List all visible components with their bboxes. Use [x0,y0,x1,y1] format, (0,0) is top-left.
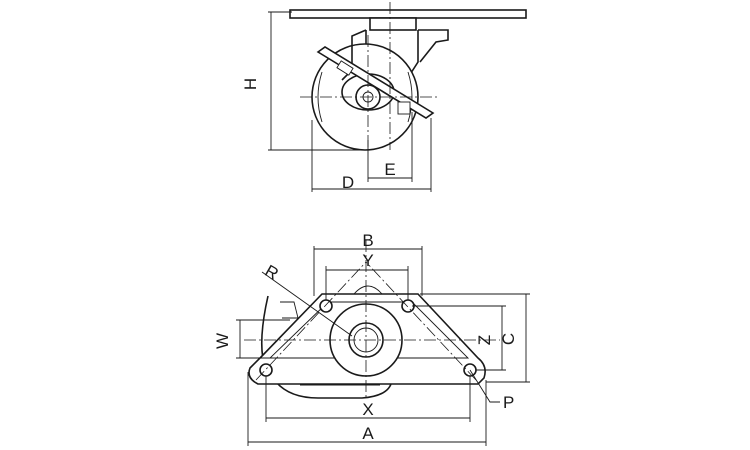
dim-label-h: H [241,78,260,90]
dim-label-b: B [362,231,373,250]
dim-label-z: Z [475,335,494,345]
wheel-inner-arc [317,71,323,123]
bolt-diagonal-left [255,261,367,381]
brake-lever-bracket [336,60,354,76]
dim-label-x: X [362,400,373,419]
dim-label-p: P [503,393,514,412]
top-plate [289,9,527,19]
fork-leg [341,29,367,81]
dim-label-a: A [362,424,374,443]
bolt-diagonal-right [365,261,477,381]
bolt-hole-top-left [319,299,333,313]
dim-label-r: R [262,261,282,284]
brake-guide-left [280,301,299,319]
plate-inner-profile [268,301,470,359]
dim-label-y: Y [362,251,373,270]
dim-label-d: D [342,173,354,192]
top-view: B Y R W Z C P X A [213,231,530,446]
plate-top-tab [353,285,383,295]
brake-pad [397,101,411,115]
r-leader-line [261,271,353,337]
dim-label-c: C [499,333,518,345]
swivel-block [369,17,417,31]
dim-label-w: W [213,333,232,349]
dim-label-e: E [384,160,395,179]
p-leader-line [469,369,500,403]
side-view: H D E [241,2,527,192]
